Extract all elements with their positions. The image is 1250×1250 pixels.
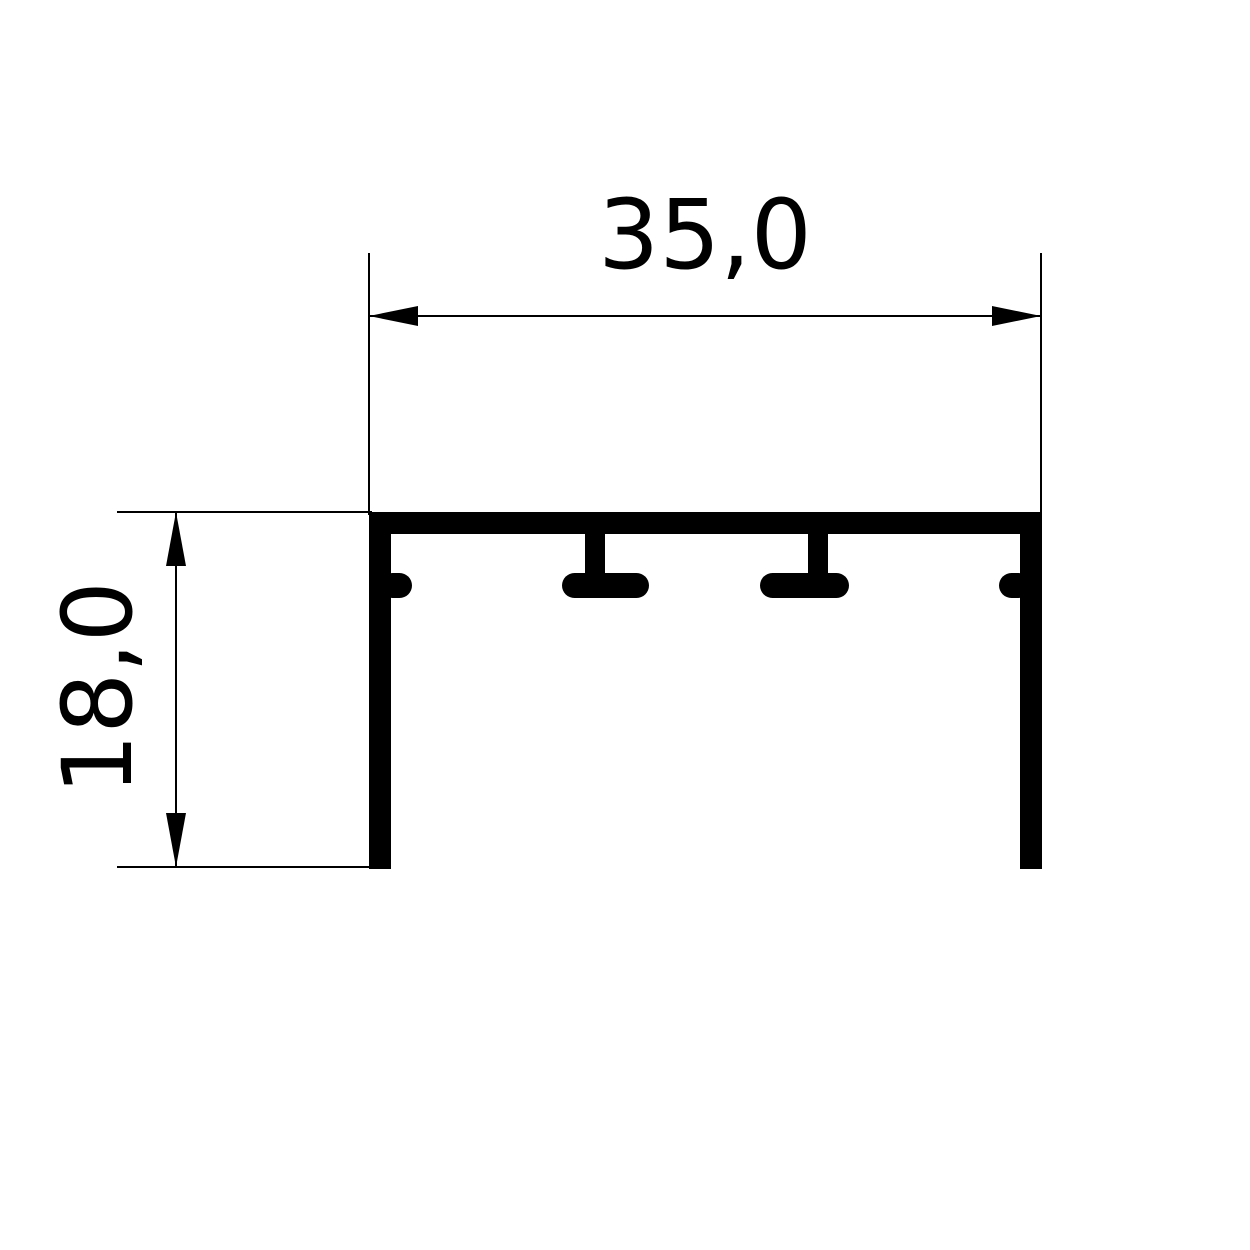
height-dimension-label: 18,0 xyxy=(42,581,154,795)
width-dimension-label: 35,0 xyxy=(598,179,812,291)
t-rib-2-head xyxy=(760,573,849,598)
t-rib-1-stem xyxy=(585,530,605,582)
width-arrowhead-right xyxy=(992,306,1041,326)
t-rib-1-head xyxy=(562,573,649,598)
profile-top-flange xyxy=(369,512,1042,534)
profile-left-wall xyxy=(369,512,391,869)
width-dimension: 35,0 xyxy=(368,179,1042,515)
width-arrowhead-left xyxy=(369,306,418,326)
height-arrowhead-top xyxy=(166,512,186,566)
left-wall-lug xyxy=(380,573,412,598)
profile-right-wall xyxy=(1020,512,1042,869)
height-dimension: 18,0 xyxy=(42,511,372,868)
height-arrowhead-bottom xyxy=(166,813,186,867)
t-rib-2-stem xyxy=(808,530,828,582)
right-wall-lug xyxy=(999,573,1031,598)
profile-section xyxy=(369,512,1042,869)
